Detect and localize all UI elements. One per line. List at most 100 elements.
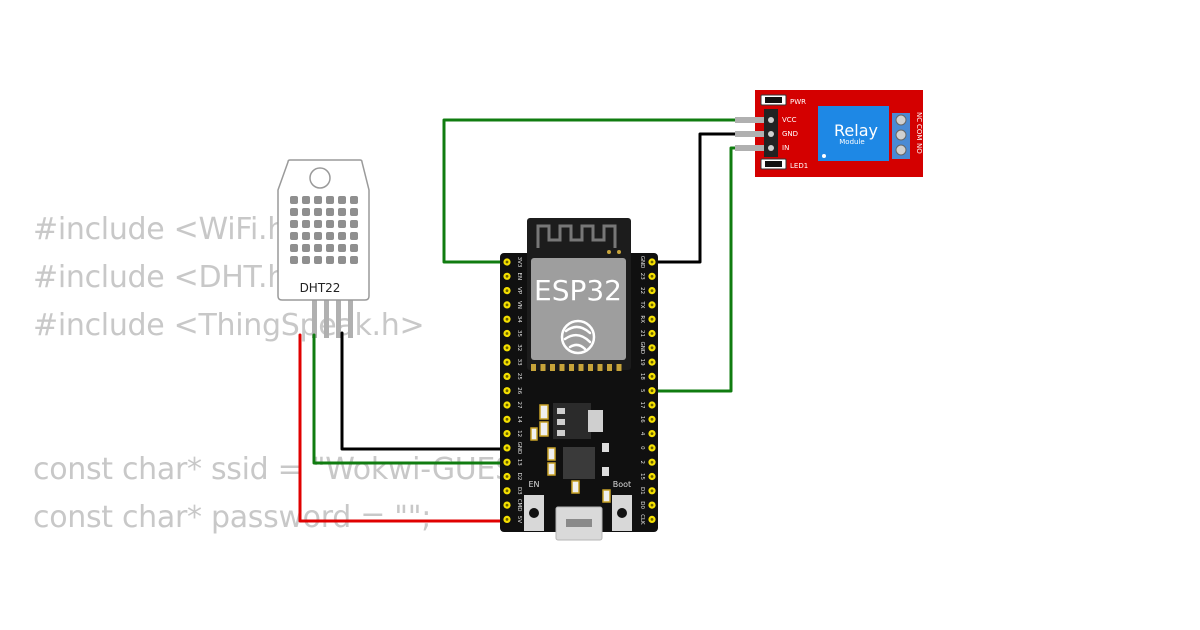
esp32-pin-14[interactable]: 14: [503, 415, 522, 424]
esp32-pin-label: 17: [639, 402, 645, 409]
esp32-pin-label: 4: [639, 432, 645, 436]
esp32-pin-13[interactable]: 13: [503, 458, 522, 467]
esp32-pin-tx[interactable]: TX: [639, 300, 656, 309]
esp32-pin-vn[interactable]: VN: [503, 301, 522, 309]
esp32-pin-12[interactable]: 12: [503, 430, 522, 438]
esp32-pin-21[interactable]: 21: [639, 329, 656, 338]
en-button[interactable]: [529, 508, 539, 518]
wires: [298, 118, 737, 523]
esp32-pin-cmd[interactable]: CMD: [503, 499, 522, 512]
smd-component: [539, 404, 549, 420]
esp32-pin-d0[interactable]: D0: [639, 501, 656, 509]
esp32-pin-en[interactable]: EN: [503, 273, 522, 281]
vent-hole: [350, 220, 358, 228]
esp32-pin-16[interactable]: 16: [639, 415, 656, 424]
smd-component: [547, 462, 556, 476]
wire-dht-data-to-gpio[interactable]: [312, 333, 509, 465]
esp32-pin-17[interactable]: 17: [639, 401, 656, 409]
led1-lens: [765, 161, 782, 167]
esp32-pin-gnd[interactable]: GND: [503, 442, 522, 455]
vent-hole: [326, 232, 334, 240]
vent-hole: [350, 256, 358, 264]
vent-hole: [326, 256, 334, 264]
esp32-pin-2[interactable]: 2: [639, 458, 656, 466]
esp32-pin-5v[interactable]: 5V: [503, 516, 522, 523]
wire-gnd-to-relay-gnd[interactable]: [650, 132, 737, 264]
esp32-pin-label: 33: [516, 359, 522, 366]
pwr-led-lens: [765, 97, 782, 103]
esp32-pin-26[interactable]: 26: [503, 387, 522, 395]
wire-dht-gnd-to-gnd[interactable]: [340, 331, 509, 451]
esp32-pin-gnd[interactable]: GND: [639, 341, 656, 354]
boot-button-label: Boot: [613, 480, 631, 489]
wire-gpio5-to-relay-in[interactable]: [650, 146, 737, 393]
boot-button[interactable]: [617, 508, 627, 518]
module-shield: [531, 258, 626, 360]
header-pin: [768, 117, 774, 123]
esp32-pin-15[interactable]: 15: [639, 472, 656, 481]
wire-dht-vcc-to-5v[interactable]: [298, 333, 509, 523]
vent-hole: [350, 244, 358, 252]
esp32-pin-label: 26: [516, 387, 522, 394]
esp32-pin-vp[interactable]: VP: [503, 287, 522, 295]
esp32-label: ESP32: [534, 274, 622, 307]
esp32-pin-label: 35: [516, 330, 522, 337]
vent-hole: [338, 208, 346, 216]
vent-hole: [302, 208, 310, 216]
relay-pin-label-in: IN: [782, 144, 789, 152]
esp32-pin-gnd[interactable]: GND: [639, 256, 656, 269]
esp32-pin-3v3[interactable]: 3V3: [503, 257, 522, 268]
relay-module[interactable]: PWR LED1 VCC GND IN Relay Module: [735, 90, 923, 177]
esp32-pin-35[interactable]: 35: [503, 329, 522, 338]
smd-component: [539, 421, 549, 437]
en-button-label: EN: [528, 480, 539, 489]
vent-hole: [314, 208, 322, 216]
esp32-pin-d1[interactable]: D1: [639, 487, 656, 495]
esp32-pin-34[interactable]: 34: [503, 315, 522, 324]
esp32-pin-rx[interactable]: RX: [639, 315, 656, 323]
esp32-pin-32[interactable]: 32: [503, 344, 522, 352]
smd-component: [602, 467, 609, 476]
esp32-pin-22[interactable]: 22: [639, 287, 656, 295]
esp32-pin-label: GND: [639, 256, 645, 269]
module-pad: [540, 364, 546, 371]
esp32-pin-27[interactable]: 27: [503, 401, 522, 409]
esp32-pin-33[interactable]: 33: [503, 358, 522, 367]
esp32-pin-label: 18: [639, 373, 645, 380]
esp32-pin-d3[interactable]: D3: [503, 487, 522, 495]
esp32-pin-4[interactable]: 4: [639, 430, 656, 438]
esp32-pin-label: 5V: [516, 516, 522, 523]
esp32-pin-25[interactable]: 25: [503, 372, 522, 381]
esp32-pin-18[interactable]: 18: [639, 372, 656, 381]
screw-terminal-screws: [895, 114, 907, 156]
esp32-pin-label: EN: [516, 273, 522, 281]
usb-opening: [566, 519, 592, 527]
vent-hole: [350, 196, 358, 204]
esp32-pin-label: D3: [516, 487, 522, 495]
esp32-pin-clk[interactable]: CLK: [639, 514, 656, 525]
esp32-pin-label: 15: [639, 473, 645, 480]
vent-hole: [290, 244, 298, 252]
esp32-pin-0[interactable]: 0: [639, 444, 656, 452]
vent-hole: [290, 208, 298, 216]
esp32-pin-d2[interactable]: D2: [503, 473, 522, 481]
vent-hole: [338, 256, 346, 264]
esp32-pin-label: 2: [639, 460, 645, 464]
regulator-tab: [588, 410, 603, 432]
relay-subtitle: Module: [839, 138, 864, 146]
vent-hole: [314, 196, 322, 204]
esp32-pin-label: VN: [516, 301, 522, 309]
led1-label: LED1: [790, 162, 808, 170]
esp32-devkit[interactable]: ESP32 EN Boot: [500, 218, 658, 541]
esp32-pin-19[interactable]: 19: [639, 358, 656, 367]
usb-uart-chip: [563, 447, 595, 479]
wire-3v3-to-relay-vcc[interactable]: [442, 118, 737, 264]
esp32-pin-5[interactable]: 5: [639, 387, 656, 395]
regulator-pin: [557, 419, 565, 425]
esp32-pin-label: 0: [639, 446, 645, 450]
dht22-sensor[interactable]: DHT22: [277, 159, 370, 338]
esp32-pin-23[interactable]: 23: [639, 272, 656, 281]
